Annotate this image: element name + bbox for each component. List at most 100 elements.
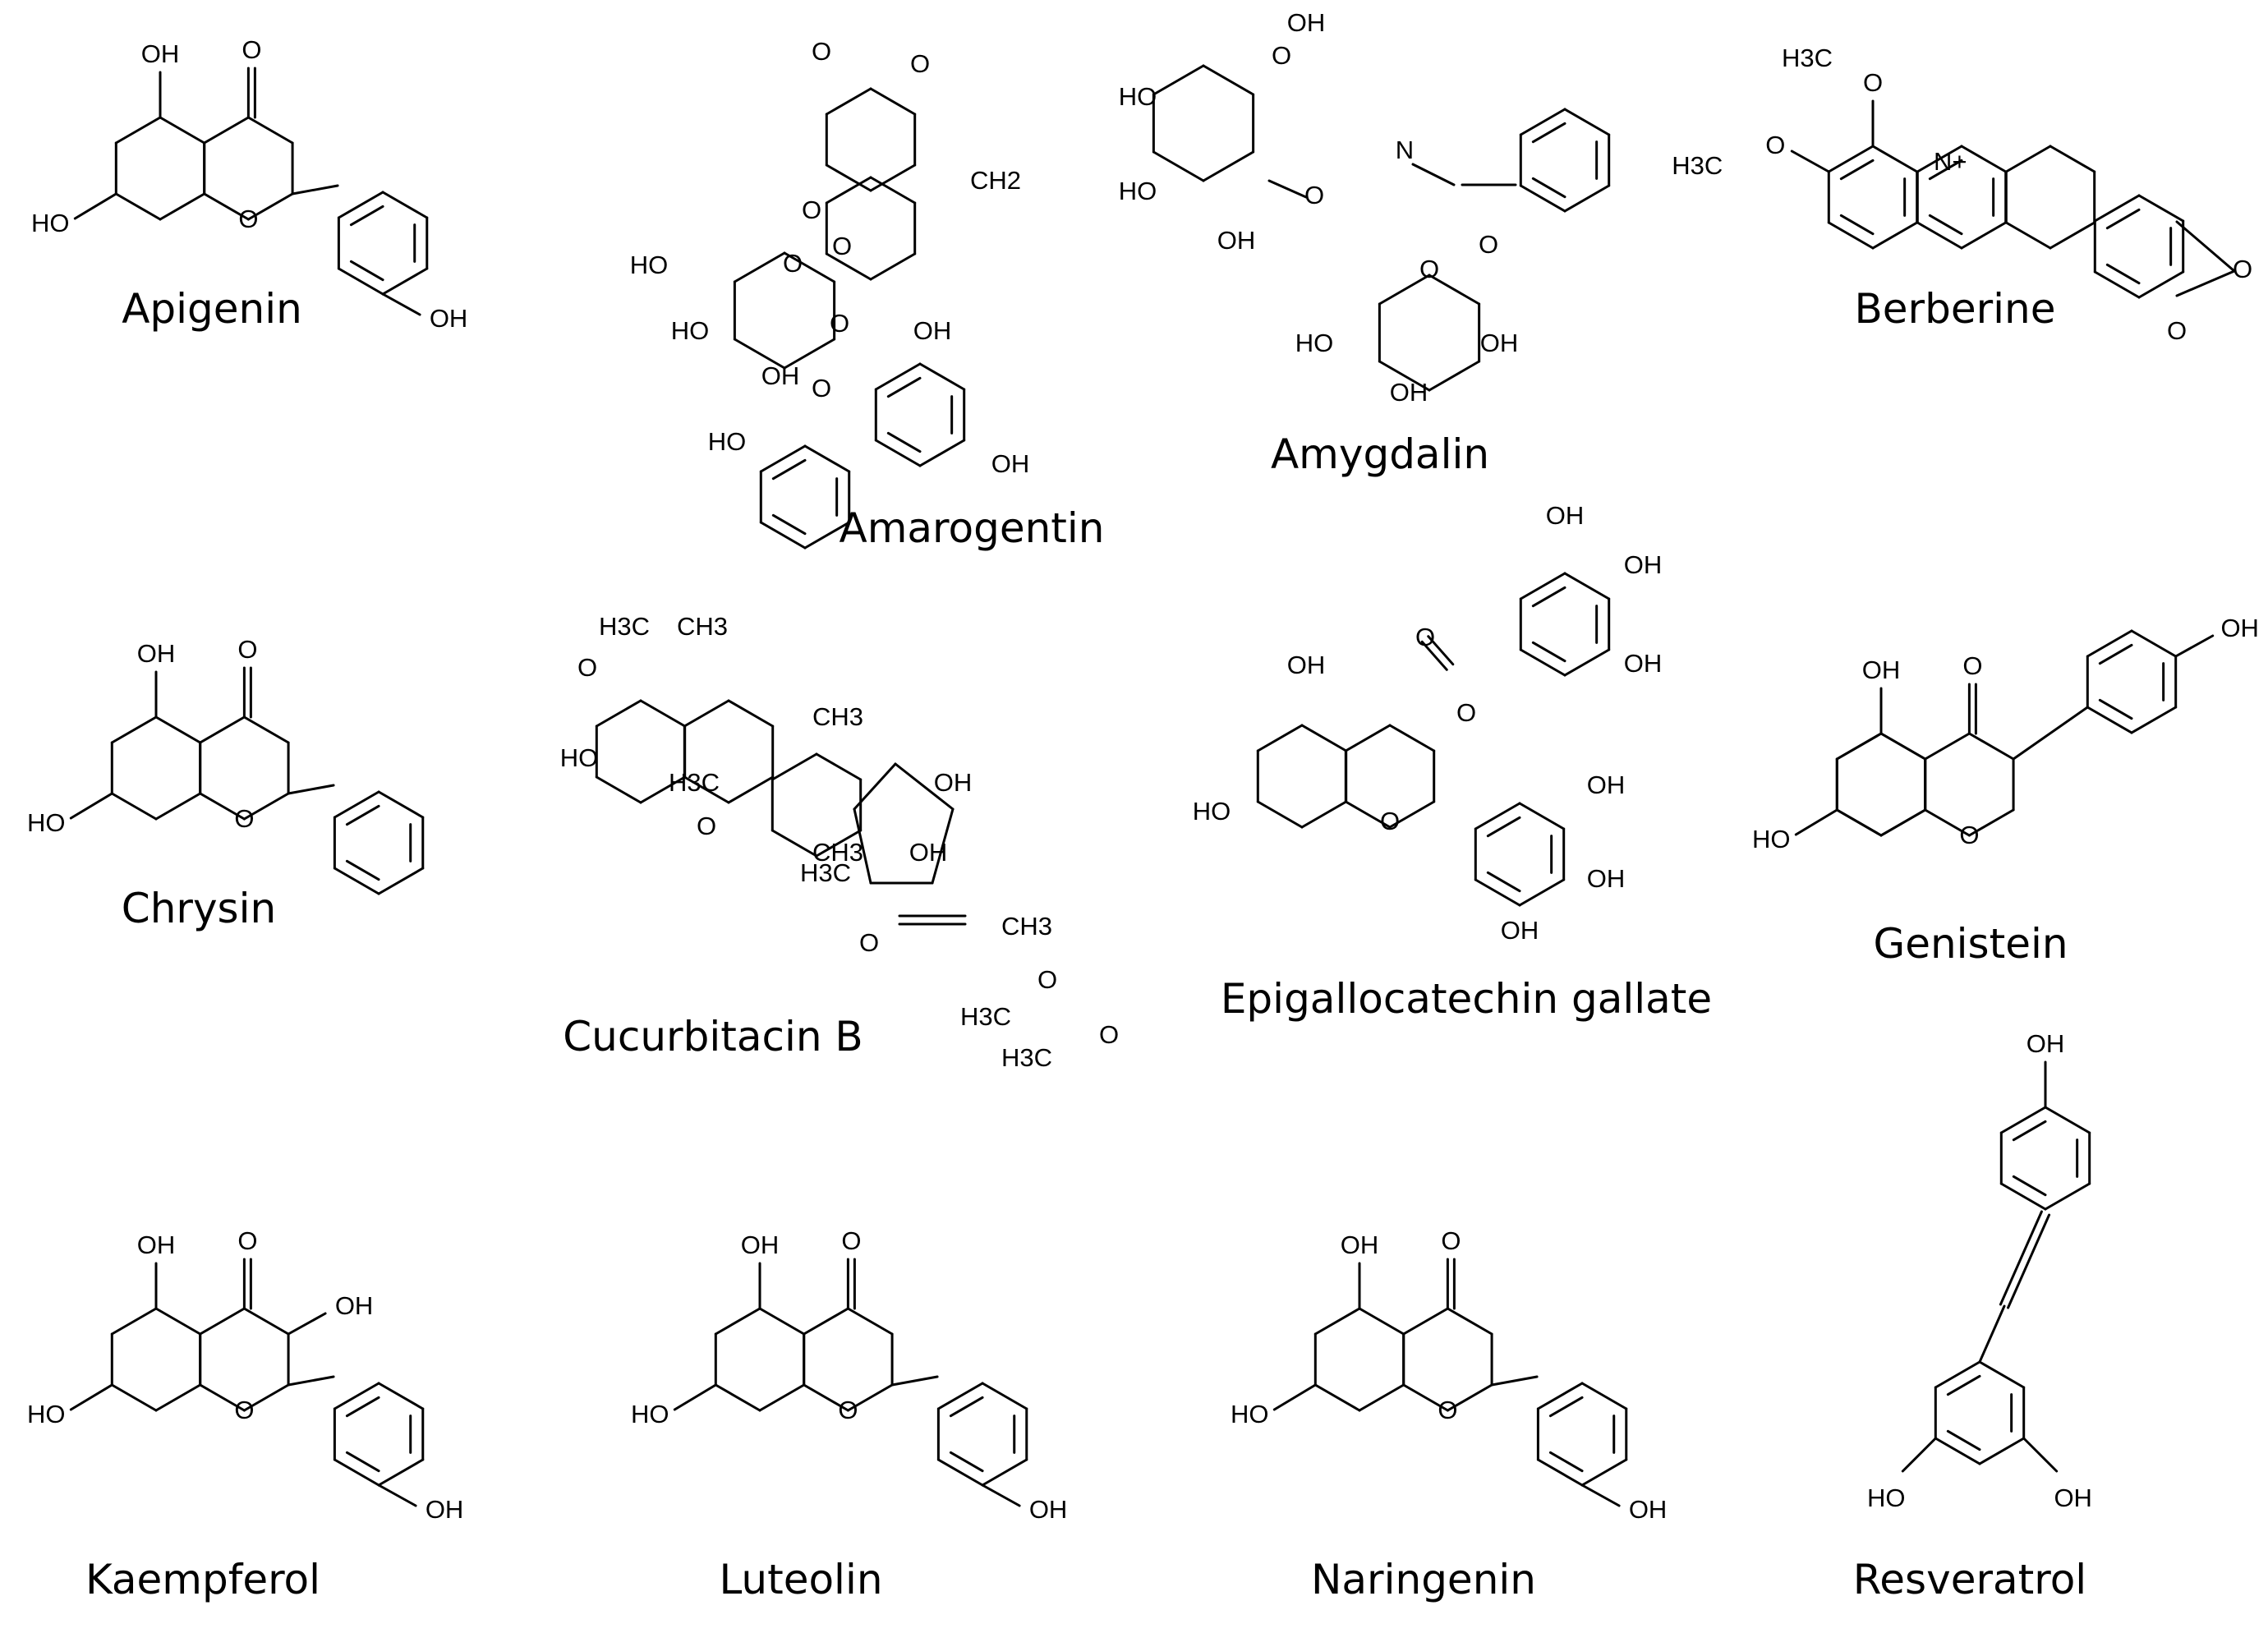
caption-berberine: Berberine — [1854, 285, 2055, 333]
a-ring-bond — [1879, 732, 1927, 761]
carbonyl-o-label: O — [1099, 1020, 1119, 1049]
carbonyl-o-label: O — [237, 635, 257, 664]
oh-label: OH — [1587, 770, 1626, 799]
gallate-ring-bond — [1519, 648, 1566, 677]
h3c-label: H3C — [599, 612, 650, 641]
aromatic-bond — [345, 804, 380, 826]
oh-label: OH — [1624, 649, 1663, 678]
carbonyl-o-label: O — [697, 812, 716, 840]
aromatic-bond — [2012, 1175, 2047, 1197]
a-ring-bond — [1835, 732, 1883, 761]
aromatic-bond — [345, 859, 380, 881]
oh-label: OH — [1341, 1230, 1379, 1259]
oh-label: OH — [913, 316, 952, 345]
ho-label: HO — [1231, 1400, 1269, 1428]
ring-bond — [639, 775, 687, 804]
ho-label: HO — [31, 209, 70, 237]
aryl-bond — [2012, 706, 2089, 761]
ring-bond — [727, 699, 775, 728]
glycoside-o-label: O — [1479, 230, 1498, 259]
ring-o-label: O — [238, 205, 258, 233]
a-ring-bond — [114, 116, 162, 145]
ring-bond — [1871, 221, 1919, 250]
ring-bond — [2137, 194, 2185, 223]
ring-bond — [815, 752, 863, 781]
ring-o-label: O — [802, 196, 821, 224]
oh-bond — [1901, 1437, 1937, 1473]
ch3-label: CH3 — [1001, 912, 1052, 941]
oh-label: OH — [1587, 864, 1626, 893]
ring-bond — [771, 752, 818, 781]
sugar-bond — [1202, 64, 1255, 96]
ring-bond — [595, 699, 642, 728]
carbonyl-bond — [1420, 640, 1448, 671]
aryl-bond — [287, 784, 335, 795]
a-ring-bond — [1358, 1307, 1405, 1336]
sugar-bond — [1152, 150, 1205, 182]
aromatic-bond — [1531, 122, 1566, 144]
ring-o-label: O — [2167, 316, 2187, 345]
aromatic-bond — [345, 1451, 380, 1473]
oh-label: OH — [426, 1495, 464, 1524]
aromatic-bond — [1946, 1429, 1981, 1451]
oh-label: OH — [1501, 916, 1539, 945]
a-ring-bond — [154, 1383, 202, 1412]
ring-bond — [2093, 270, 2141, 299]
c-ring-bond — [199, 792, 246, 821]
methoxy-bond — [1790, 150, 1830, 173]
ring-bond — [1960, 145, 2008, 173]
ring-o-label: O — [1959, 821, 1979, 849]
oh-label: OH — [761, 361, 800, 390]
ring-bond — [825, 87, 872, 116]
c-ring-bond — [1967, 808, 2015, 837]
ring-bond — [1827, 221, 1875, 250]
ester-o-label: O — [830, 309, 849, 338]
ring-bond — [918, 439, 966, 467]
glycoside-bond — [1267, 179, 1308, 199]
sugar-bond — [1202, 150, 1255, 182]
ring-bond — [2044, 1182, 2091, 1211]
caption-amarogentin: Amarogentin — [840, 504, 1105, 552]
b-ring-bond — [1518, 878, 1566, 907]
sugar-bond — [1378, 274, 1431, 306]
ring-bond — [2004, 145, 2052, 173]
oh-label: OH — [1029, 1495, 1068, 1524]
oh-label: OH — [2054, 1484, 2092, 1512]
c-ring-bond — [242, 1307, 290, 1336]
phenyl-bond — [1563, 108, 1611, 136]
ch3-label: CH3 — [677, 612, 728, 641]
sugar-bond — [1378, 360, 1431, 392]
sugar-bond — [1152, 64, 1205, 96]
ho-label: HO — [27, 1400, 66, 1428]
b-ring-bond — [936, 1382, 984, 1410]
a-ring-bond — [1300, 800, 1348, 829]
ring-o-label: O — [910, 49, 930, 78]
gallate-ring-bond — [1563, 648, 1611, 677]
h3c-label: H3C — [1001, 1043, 1052, 1072]
ring-bond — [2049, 145, 2096, 173]
oh-bond — [2174, 634, 2215, 658]
ring-bond — [2137, 270, 2185, 299]
carbonyl-o-label: O — [237, 1226, 257, 1255]
oh-bond — [2022, 1437, 2059, 1473]
b-ring-bond — [377, 867, 425, 895]
carbonyl-o-label: O — [577, 653, 597, 682]
c-ring-bond — [203, 192, 250, 221]
ring-bond — [869, 163, 917, 192]
n-plus-label: N+ — [1934, 147, 1967, 176]
oh-bond — [69, 792, 113, 820]
c-ring-bond — [246, 116, 294, 145]
aromatic-bond — [1928, 214, 1963, 236]
c-ring-bond — [1924, 732, 1971, 761]
oh-label: OH — [2026, 1029, 2065, 1058]
c-ring-bond — [1402, 1383, 1449, 1412]
ring-bond — [2093, 194, 2141, 223]
ring-bond — [853, 762, 897, 811]
b-ring-bond — [1474, 802, 1521, 830]
h3c-label: H3C — [1782, 44, 1833, 72]
oh-label: OH — [1546, 501, 1585, 530]
c-ring-bond — [1344, 724, 1392, 752]
oh-bond — [69, 1383, 113, 1411]
ho-label: HO — [1119, 82, 1157, 111]
ho-label: HO — [1295, 329, 1334, 357]
